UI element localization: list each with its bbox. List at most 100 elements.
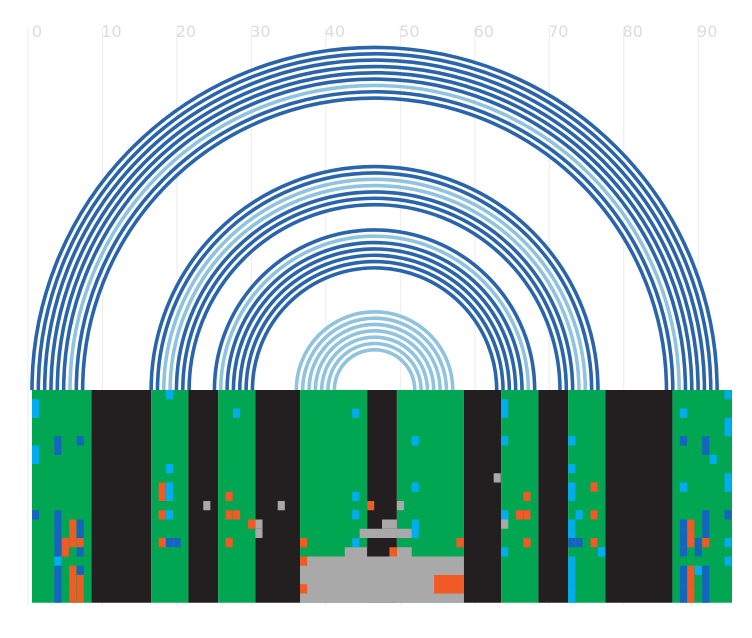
cell-orange — [516, 510, 524, 520]
cell-orange — [69, 519, 77, 529]
x-tick-label: 50 — [399, 22, 420, 41]
cell-cyan — [568, 593, 576, 603]
cell-orange — [590, 538, 598, 548]
cell-orange — [590, 482, 598, 492]
cell-blue — [702, 584, 710, 594]
cell-blue — [679, 575, 687, 585]
cell-cyan — [575, 510, 583, 520]
arc — [332, 347, 417, 391]
cell-cyan — [32, 399, 40, 409]
cell-orange — [523, 538, 531, 548]
cell-blue — [679, 593, 687, 603]
cell-blue — [724, 510, 732, 520]
cell-orange — [76, 593, 84, 603]
cell-orange — [158, 482, 166, 492]
cell-cyan — [568, 556, 576, 566]
region-grey — [359, 528, 412, 538]
cell-blue — [54, 436, 62, 446]
cell-blue — [76, 547, 84, 557]
cell-grey — [203, 501, 211, 511]
cell-cyan — [694, 565, 702, 575]
cell-blue — [166, 538, 174, 548]
arc — [294, 310, 455, 391]
cell-cyan — [166, 464, 174, 474]
cell-cyan — [568, 528, 576, 538]
cell-orange — [687, 538, 695, 548]
cell-grey — [255, 528, 263, 538]
cell-orange — [158, 491, 166, 501]
arc — [180, 196, 569, 391]
cell-orange — [523, 510, 531, 520]
cell-cyan — [32, 454, 40, 464]
cell-orange — [69, 565, 77, 575]
arc — [231, 247, 518, 391]
cell-blue — [76, 436, 84, 446]
cell-cyan — [709, 454, 717, 464]
cell-orange — [225, 538, 233, 548]
cell-orange — [300, 584, 308, 594]
cell-cyan — [411, 436, 419, 446]
cell-blue — [679, 565, 687, 575]
cell-cyan — [501, 436, 509, 446]
arc — [326, 341, 423, 391]
cell-blue — [54, 528, 62, 538]
cell-cyan — [501, 510, 509, 520]
cell-cyan — [679, 482, 687, 492]
cell-blue — [702, 528, 710, 538]
cell-cyan — [724, 556, 732, 566]
cell-blue — [694, 547, 702, 557]
arc — [74, 90, 675, 391]
cell-blue — [173, 538, 181, 548]
cell-orange — [687, 528, 695, 538]
cell-blue — [54, 565, 62, 575]
region-black — [367, 538, 390, 557]
x-tick-label: 0 — [31, 22, 43, 41]
cell-orange — [69, 528, 77, 538]
cell-cyan — [166, 390, 174, 400]
cell-blue — [54, 510, 62, 520]
x-tick-label: 10 — [101, 22, 122, 41]
cell-orange — [225, 491, 233, 501]
cell-cyan — [32, 408, 40, 418]
cell-grey — [277, 501, 285, 511]
cell-cyan — [166, 510, 174, 520]
cell-cyan — [568, 519, 576, 529]
cell-blue — [679, 584, 687, 594]
cell-cyan — [568, 565, 576, 575]
cell-orange — [456, 538, 464, 548]
arc — [168, 183, 581, 391]
cell-cyan — [166, 491, 174, 501]
cell-orange — [69, 593, 77, 603]
cell-blue — [679, 547, 687, 557]
arc — [155, 171, 594, 391]
arc — [68, 83, 681, 391]
band-black — [463, 390, 502, 603]
cell-cyan — [724, 538, 732, 548]
cell-blue — [702, 575, 710, 585]
cell-cyan — [724, 417, 732, 427]
x-tick-label: 90 — [697, 22, 718, 41]
sequence-cells — [32, 390, 732, 603]
x-tick-label: 80 — [622, 22, 643, 41]
cell-cyan — [352, 408, 360, 418]
arc — [250, 266, 499, 391]
band-black — [91, 390, 152, 603]
cell-grey — [396, 501, 404, 511]
arc — [313, 329, 436, 391]
cell-blue — [54, 547, 62, 557]
x-tick-label: 20 — [175, 22, 197, 41]
cell-cyan — [352, 538, 360, 548]
cell-blue — [702, 519, 710, 529]
cell-blue — [32, 510, 40, 520]
band-black — [538, 390, 569, 603]
cell-orange — [61, 547, 69, 557]
arc — [55, 71, 694, 391]
band-black — [605, 390, 673, 603]
cell-blue — [679, 538, 687, 548]
arc — [30, 45, 719, 391]
cell-orange — [76, 584, 84, 594]
cell-cyan — [597, 547, 606, 557]
cell-blue — [54, 593, 62, 603]
cell-orange — [300, 538, 308, 548]
